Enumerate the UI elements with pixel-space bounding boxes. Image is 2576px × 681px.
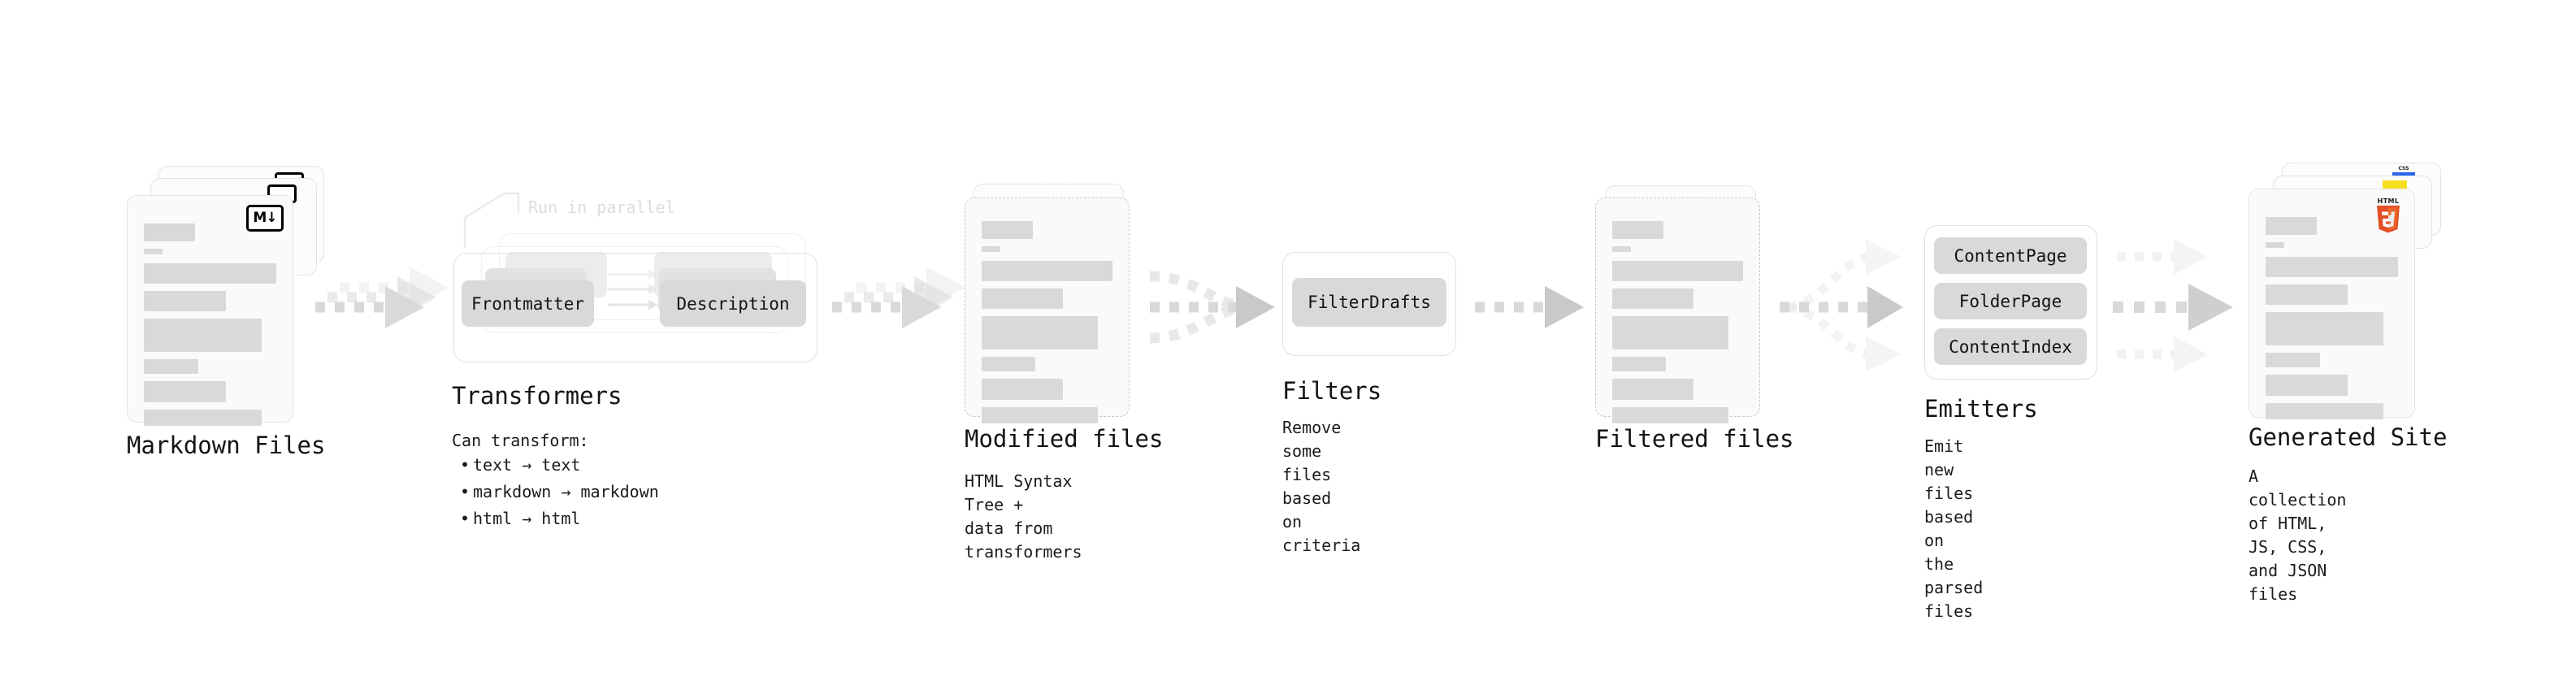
emitters-desc: Emit new files based on the parsed files bbox=[1924, 436, 1984, 621]
css-icon-label: CSS bbox=[2398, 166, 2409, 171]
filtered-skeleton bbox=[1612, 221, 1743, 431]
markdown-skeleton bbox=[144, 223, 276, 433]
transformers-bullet-0: text → text bbox=[460, 452, 659, 479]
filters-title: Filters bbox=[1282, 377, 1382, 405]
html5-icon-label: HTML bbox=[2377, 197, 2400, 205]
markdown-card-front: M↓ bbox=[127, 195, 293, 426]
arrow-markdown-to-transformers bbox=[315, 267, 449, 328]
emitters-title: Emitters bbox=[1924, 395, 2038, 423]
generated-site-title: Generated Site bbox=[2249, 423, 2448, 451]
modified-files-title: Modified files bbox=[965, 425, 1164, 453]
css-icon: CSS bbox=[2392, 167, 2416, 176]
modified-skeleton bbox=[982, 221, 1112, 431]
filter-filterdrafts[interactable]: FilterDrafts bbox=[1292, 278, 1446, 327]
arrow-emitters-to-generated bbox=[2113, 239, 2233, 372]
transformers-bullet-1: markdown → markdown bbox=[460, 479, 659, 505]
transformer-description[interactable]: Description bbox=[660, 280, 806, 327]
emitter-contentindex[interactable]: ContentIndex bbox=[1934, 328, 2087, 365]
transformers-bullet-2: html → html bbox=[460, 505, 659, 532]
modified-card-front bbox=[965, 197, 1130, 423]
arrow-filters-to-filtered bbox=[1475, 286, 1584, 328]
arrow-modified-to-filters bbox=[1149, 271, 1275, 344]
arrow-filtered-to-emitters bbox=[1780, 239, 1903, 372]
markdown-icon: M↓ bbox=[246, 205, 284, 232]
transformer-frontmatter[interactable]: Frontmatter bbox=[462, 280, 594, 327]
css-icon-bar bbox=[2392, 172, 2415, 176]
run-in-parallel-label: Run in parallel bbox=[528, 197, 675, 217]
transformers-title: Transformers bbox=[452, 382, 622, 410]
generated-card-front: HTML bbox=[2249, 189, 2415, 419]
transformers-bullets: text → text markdown → markdown html → h… bbox=[455, 452, 659, 532]
emitter-contentpage[interactable]: ContentPage bbox=[1934, 237, 2087, 274]
markdown-files-title: Markdown Files bbox=[127, 432, 326, 459]
filters-desc: Remove some files based on criteria bbox=[1282, 418, 1361, 555]
filtered-files-title: Filtered files bbox=[1595, 425, 1794, 453]
html5-icon: HTML bbox=[2373, 198, 2404, 236]
transformers-group-front bbox=[453, 253, 817, 362]
html5-shield bbox=[2377, 206, 2400, 233]
generated-skeleton bbox=[2266, 217, 2398, 427]
generated-site-desc: A collection of HTML, JS, CSS, and JSON … bbox=[2249, 466, 2347, 604]
filtered-card-front bbox=[1595, 197, 1760, 423]
arrow-transformers-to-modified bbox=[832, 267, 965, 328]
modified-files-desc: HTML Syntax Tree + data from transformer… bbox=[965, 471, 1082, 562]
transformers-desc-head: Can transform: bbox=[452, 431, 589, 450]
emitter-folderpage[interactable]: FolderPage bbox=[1934, 283, 2087, 319]
